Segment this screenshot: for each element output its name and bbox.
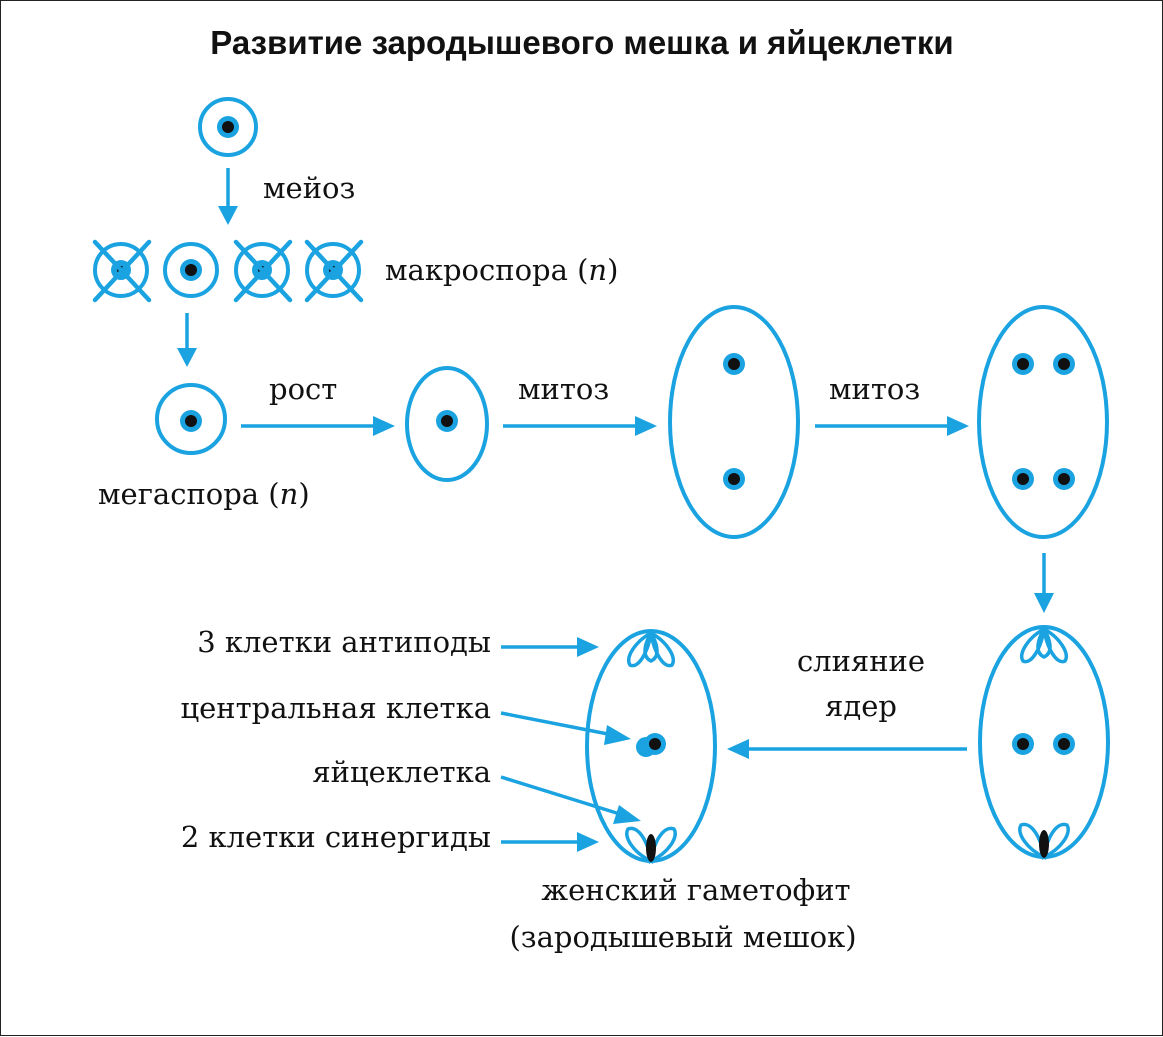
- egg-cell-arrow: [500, 775, 624, 817]
- gametophyte-label-line2: (зародышевый мешок): [509, 920, 856, 954]
- four-nucleate-sac: [977, 305, 1109, 539]
- grown-megaspore: [405, 366, 489, 482]
- fusion-arrowhead: [727, 739, 749, 759]
- mature-embryo-sac: [585, 629, 717, 864]
- degenerating-spore-1: [92, 239, 152, 303]
- central-cell-arrow: [500, 711, 614, 737]
- fusion-label-line2: ядер: [825, 689, 897, 723]
- growth-label: рост: [269, 372, 337, 406]
- synergids-label: 2 клетки синергиды: [181, 820, 491, 854]
- degenerating-spore-2: [233, 239, 293, 303]
- functional-spore: [163, 242, 219, 298]
- growth-arrowhead: [373, 416, 395, 436]
- antipodes-label: 3 клетки антиподы: [197, 625, 491, 659]
- macrospore-label: макроспора (n): [385, 253, 618, 287]
- megaspore: [155, 383, 227, 455]
- antipodes-arrowhead: [577, 637, 599, 657]
- synergids-arrowhead: [577, 832, 599, 852]
- tetrad: [92, 239, 364, 303]
- mitosis-label-1: митоз: [518, 372, 609, 406]
- gametophyte-label-line1: женский гаметофит: [541, 873, 850, 907]
- egg-cell-arrowhead: [613, 805, 641, 824]
- spore-arrowhead: [177, 348, 197, 367]
- two-nucleate-sac: [668, 305, 800, 539]
- down-arrowhead: [1034, 593, 1054, 613]
- megaspore-mother-cell: [198, 97, 258, 157]
- eight-nucleate-sac: [978, 625, 1110, 860]
- meiosis-arrowhead: [218, 206, 238, 225]
- egg-cell-label: яйцеклетка: [312, 755, 491, 789]
- page-title: Развитие зародышевого мешка и яйцеклетки: [210, 24, 953, 61]
- central-cell-arrowhead: [604, 725, 631, 745]
- central-cell-label: центральная клетка: [180, 691, 491, 725]
- megaspore-label: мегаспора (n): [98, 477, 310, 511]
- meiosis-label: мейоз: [263, 171, 355, 205]
- fusion-label-line1: слияние: [797, 644, 925, 678]
- mitosis-label-2: митоз: [829, 372, 920, 406]
- mitosis-arrowhead-2: [947, 416, 969, 436]
- mitosis-arrowhead-1: [635, 416, 657, 436]
- degenerating-spore-3: [304, 239, 364, 303]
